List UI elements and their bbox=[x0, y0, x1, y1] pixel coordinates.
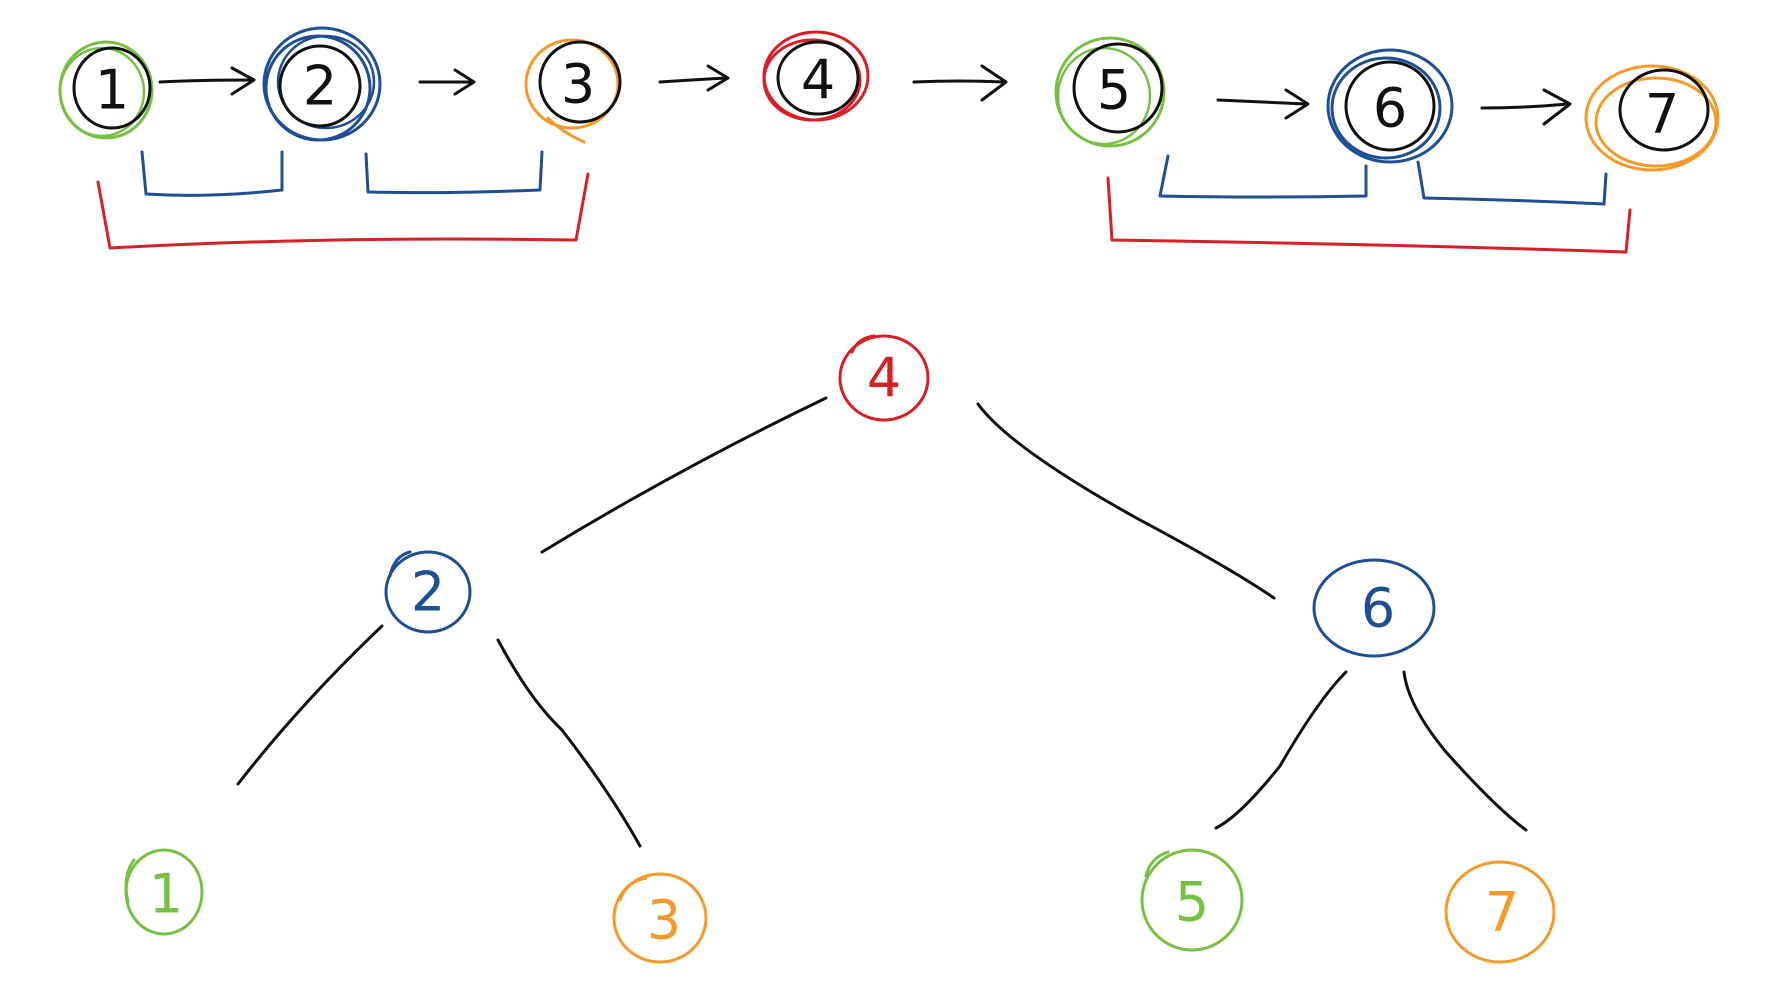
tree-edge-6-5 bbox=[1214, 670, 1348, 830]
tree-node-ring-6 bbox=[1312, 558, 1436, 658]
node-ring-6 bbox=[1326, 48, 1454, 164]
tree-edge-4-2 bbox=[540, 396, 828, 554]
node-outline-6 bbox=[1344, 60, 1436, 152]
bracket-6-7 bbox=[1416, 160, 1608, 206]
node-outline-1 bbox=[72, 46, 152, 130]
tree-node-label: 5 bbox=[1175, 871, 1209, 934]
tree-node-ring-1-tail bbox=[124, 858, 136, 904]
bracket-5-7 bbox=[1106, 176, 1632, 254]
tree-node-label: 6 bbox=[1361, 577, 1395, 640]
tree-node-4: 4 bbox=[838, 334, 930, 422]
list-node-5: 5 bbox=[1054, 36, 1166, 148]
tree-node-ring-2 bbox=[384, 550, 472, 634]
list-node-1: 1 bbox=[58, 40, 154, 140]
tree-node-7: 7 bbox=[1444, 860, 1556, 964]
node-outline-3 bbox=[538, 40, 622, 124]
node-ring-3 bbox=[524, 38, 620, 130]
node-ring-4-b bbox=[762, 38, 862, 122]
tree-node-ring-5 bbox=[1140, 848, 1244, 952]
node-ring-3-tail bbox=[546, 116, 586, 144]
tree-node-ring-4 bbox=[838, 334, 930, 422]
list-node-label: 7 bbox=[1645, 83, 1679, 146]
list-node-label: 6 bbox=[1373, 77, 1407, 140]
tree-node-1: 1 bbox=[124, 848, 204, 936]
tree-edge-4-6 bbox=[976, 402, 1276, 600]
list-arrow-1-2 bbox=[158, 66, 256, 96]
list-node-label: 1 bbox=[95, 59, 129, 122]
tree-edge-6-7 bbox=[1402, 670, 1528, 832]
tree-node-ring-2-tail bbox=[388, 550, 412, 578]
node-outline-5 bbox=[1072, 42, 1164, 134]
node-outline-7 bbox=[1618, 68, 1710, 152]
list-arrows bbox=[158, 64, 1572, 126]
list-arrow-3-4 bbox=[658, 64, 730, 92]
list-arrow-6-7 bbox=[1480, 88, 1572, 126]
binary-tree: 4 2 6 1 3 5 bbox=[124, 334, 1556, 964]
tree-node-ring-5-tail bbox=[1144, 850, 1170, 878]
tree-edge-2-3 bbox=[496, 638, 642, 848]
tree-node-6: 6 bbox=[1312, 558, 1436, 658]
list-node-2: 2 bbox=[262, 26, 382, 142]
list-node-3: 3 bbox=[524, 38, 622, 144]
bracket-5-6 bbox=[1158, 154, 1368, 199]
list-node-label: 3 bbox=[561, 53, 595, 116]
list-node-7: 7 bbox=[1584, 64, 1720, 172]
tree-edge-2-1 bbox=[236, 624, 384, 786]
tree-node-ring-3-tail bbox=[618, 876, 648, 902]
node-ring-7-b bbox=[1594, 76, 1718, 168]
node-ring-5-b bbox=[1056, 46, 1152, 146]
list-arrow-4-5 bbox=[912, 64, 1008, 102]
list-arrow-5-6 bbox=[1216, 88, 1310, 120]
bracket-1-2 bbox=[140, 150, 284, 197]
node-ring-7 bbox=[1584, 64, 1720, 172]
tree-node-label: 7 bbox=[1485, 881, 1519, 944]
list-node-4: 4 bbox=[762, 30, 870, 122]
node-ring-5 bbox=[1054, 36, 1166, 148]
tree-node-5: 5 bbox=[1140, 848, 1244, 952]
bracket-1-3 bbox=[96, 172, 590, 250]
tree-node-ring-3 bbox=[612, 872, 708, 964]
list-node-6: 6 bbox=[1326, 48, 1454, 164]
node-outline-2 bbox=[278, 44, 362, 128]
tree-node-label: 1 bbox=[149, 863, 183, 926]
list-node-label: 4 bbox=[801, 49, 835, 112]
tree-node-label: 4 bbox=[867, 347, 901, 410]
list-node-label: 5 bbox=[1097, 59, 1131, 122]
tree-node-label: 2 bbox=[411, 561, 445, 624]
list-node-label: 2 bbox=[303, 55, 337, 118]
bracket-2-3 bbox=[364, 150, 544, 195]
node-outline-4 bbox=[776, 40, 860, 116]
node-ring-6-b bbox=[1330, 56, 1442, 160]
tree-node-ring-7 bbox=[1444, 860, 1556, 964]
tree-edges bbox=[236, 396, 1528, 848]
linked-list: 1 2 3 4 5 bbox=[58, 26, 1720, 254]
tree-node-2: 2 bbox=[384, 550, 472, 634]
tree-node-3: 3 bbox=[612, 872, 708, 964]
node-ring-2-c bbox=[276, 34, 376, 130]
list-arrow-2-3 bbox=[418, 68, 476, 96]
tree-node-label: 3 bbox=[647, 889, 681, 952]
tree-node-ring-4-tail bbox=[850, 334, 876, 354]
